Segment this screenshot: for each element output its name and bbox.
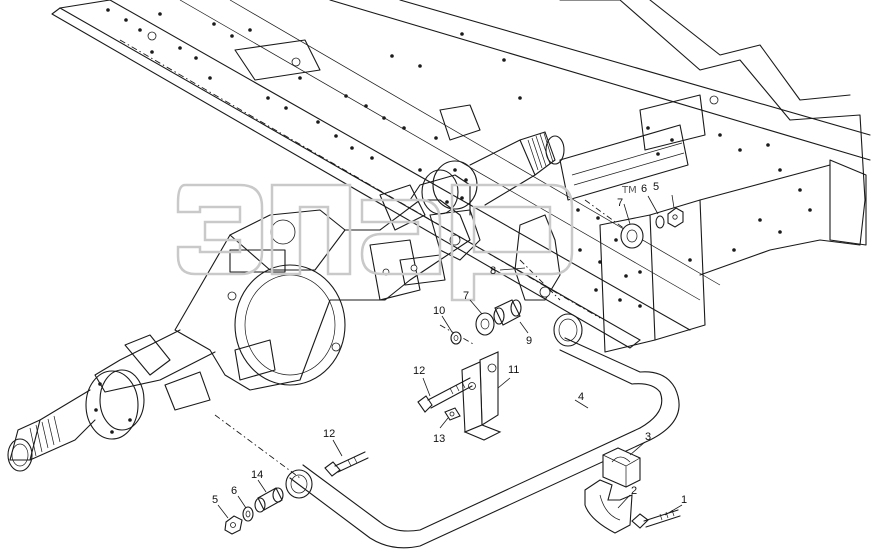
callout-6-right: 6 [641,183,659,215]
callout-13-label: 13 [433,433,445,445]
callout-7-upper-label: 7 [463,290,469,302]
spacer-7-upper [475,312,495,336]
callout-4-label: 4 [578,391,584,403]
washer-6-right [655,215,665,229]
callout-6-right-label: 6 [641,183,647,195]
clamp-2 [584,479,633,534]
bolt-12-upper [417,377,473,413]
bushing-3 [602,447,641,488]
left-hub-shaft [7,369,145,472]
nut-5-right [667,207,684,228]
callout-10-label: 10 [433,305,445,317]
callout-11: 11 [497,364,519,389]
bracket-11 [461,351,502,441]
callout-10: 10 [433,305,453,333]
frame-rail-right [329,0,871,276]
callout-1: 1 [664,494,687,516]
callout-3-label: 3 [645,431,651,443]
bolt-1 [631,509,681,529]
callout-12-lower-label: 12 [323,428,335,440]
frame-holes [106,8,812,308]
spacer-7-right [620,223,644,249]
bolt-12-lower [324,451,369,477]
bushing-9 [493,299,522,326]
callout-12-upper-label: 12 [413,365,425,377]
callout-6-lower-label: 6 [231,485,237,497]
watermark-trademark: TM [621,185,637,196]
callout-7-right: 7 [617,197,631,225]
callout-9-label: 9 [526,335,532,347]
watermark-logo: TM [176,183,637,302]
callout-8-label: 8 [490,265,496,277]
callout-9: 9 [519,321,532,347]
nut-13 [444,407,461,421]
callout-5-lower: 5 [212,494,229,519]
callout-1-label: 1 [681,494,687,506]
washer-10 [450,331,462,345]
callout-12-lower: 12 [323,428,343,457]
callout-14: 14 [251,469,267,493]
callout-4: 4 [574,391,589,409]
callout-13: 13 [433,417,449,445]
stabilizer-bar [285,313,680,549]
axle-bracket-8 [429,209,561,301]
callout-5-lower-label: 5 [212,494,218,506]
callout-7-right-label: 7 [617,197,623,209]
washer-6-lower [242,506,254,522]
callout-12-upper: 12 [413,365,431,397]
callout-11-label: 11 [508,364,519,376]
callout-14-label: 14 [251,469,263,481]
callout-2-label: 2 [631,485,637,497]
callout-2: 2 [617,485,637,509]
callout-6-lower: 6 [231,485,247,509]
callout-5-right: 5 [653,181,675,209]
callout-7-upper: 7 [463,290,483,315]
callout-5-right-label: 5 [653,181,659,193]
bushing-14 [254,487,284,513]
nut-5-lower [224,515,243,535]
callout-3: 3 [629,431,651,456]
callout-8: 8 [490,265,526,277]
right-hub-shaft [421,131,565,215]
